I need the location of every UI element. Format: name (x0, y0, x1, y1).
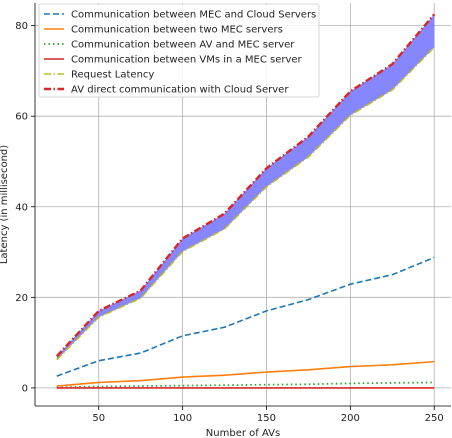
series-line-5 (55, 13, 436, 358)
y-ticks: 0 20 40 60 80 (15, 21, 35, 394)
series-line-4 (56, 46, 435, 361)
axes (34, 3, 451, 407)
y-tick-label: 60 (15, 112, 28, 123)
series-lines (55, 13, 436, 389)
x-tick-label: 200 (341, 413, 360, 424)
x-ticks: 50 100 150 200 250 (92, 406, 444, 424)
legend-label-3: Communication between VMs in a MEC serve… (71, 55, 303, 66)
x-tick-label: 50 (92, 413, 105, 424)
x-tick-label: 250 (425, 413, 444, 424)
legend-label-0: Communication between MEC and Cloud Serv… (71, 10, 316, 21)
x-tick-label: 100 (173, 413, 192, 424)
y-axis-label: Latency (in millisecond) (0, 145, 10, 264)
y-tick-label: 40 (15, 202, 28, 213)
x-axis-label: Number of AVs (206, 428, 280, 438)
y-tick-label: 80 (15, 21, 28, 32)
y-tick-label: 0 (22, 383, 28, 394)
series-line-1 (56, 360, 435, 387)
series-line-0 (56, 256, 435, 377)
x-tick-label: 150 (257, 413, 276, 424)
y-tick-label: 20 (15, 293, 28, 304)
legend-label-4: Request Latency (71, 70, 154, 81)
legend: Communication between MEC and Cloud Serv… (38, 3, 320, 98)
legend-box (38, 3, 320, 98)
legend-label-2: Communication between AV and MEC server (71, 40, 295, 51)
series-line-2 (56, 381, 435, 389)
legend-label-1: Communication between two MEC servers (71, 25, 283, 36)
legend-label-5: AV direct communication with Cloud Serve… (71, 85, 289, 96)
